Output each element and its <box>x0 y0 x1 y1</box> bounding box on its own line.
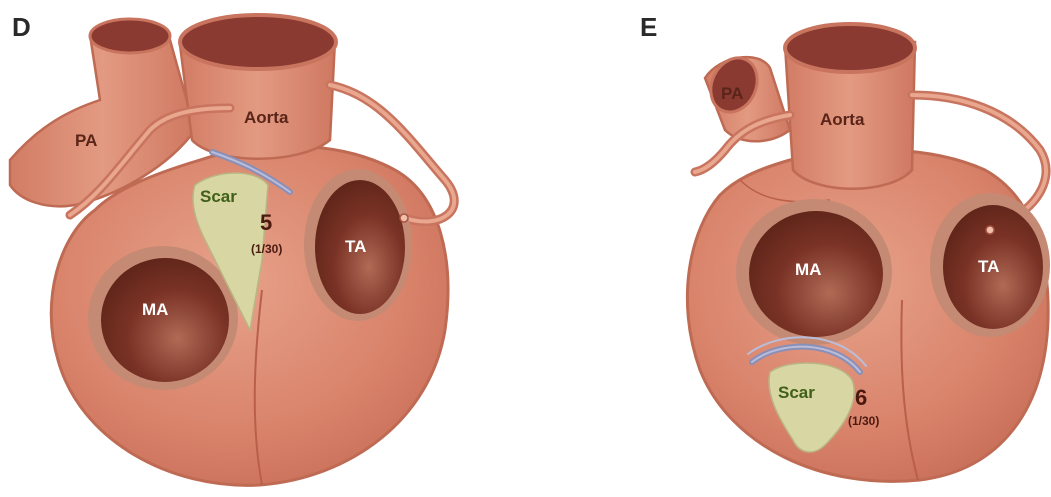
catheter-tip-e <box>986 226 994 234</box>
panel-letter-e: E <box>640 12 657 42</box>
aorta-label-e: Aorta <box>820 110 865 129</box>
scar-label-d: Scar <box>200 187 237 206</box>
number-label-e: 6 <box>855 385 867 410</box>
aorta-label-d: Aorta <box>244 108 289 127</box>
number-label-d: 5 <box>260 210 272 235</box>
mitral-annulus-d <box>101 258 229 382</box>
ta-label-e: TA <box>978 257 999 276</box>
ratio-label-d: (1/30) <box>251 242 282 256</box>
catheter-tip-d <box>400 214 408 222</box>
aorta-opening-d <box>180 15 336 69</box>
panel-letter-d: D <box>12 12 31 42</box>
panel-d: D PA Aorta Scar MA TA 5 <box>10 12 454 485</box>
ta-label-d: TA <box>345 237 366 256</box>
panel-e: E PA Aorta Scar MA TA 6 <box>640 12 1050 481</box>
aorta-opening-e <box>785 24 915 72</box>
scar-label-e: Scar <box>778 383 815 402</box>
ma-label-d: MA <box>142 300 168 319</box>
pa-label-e: PA <box>721 84 743 103</box>
ratio-label-e: (1/30) <box>848 414 879 428</box>
ma-label-e: MA <box>795 260 821 279</box>
pa-label-d: PA <box>75 131 97 150</box>
pa-opening-d <box>90 19 170 53</box>
